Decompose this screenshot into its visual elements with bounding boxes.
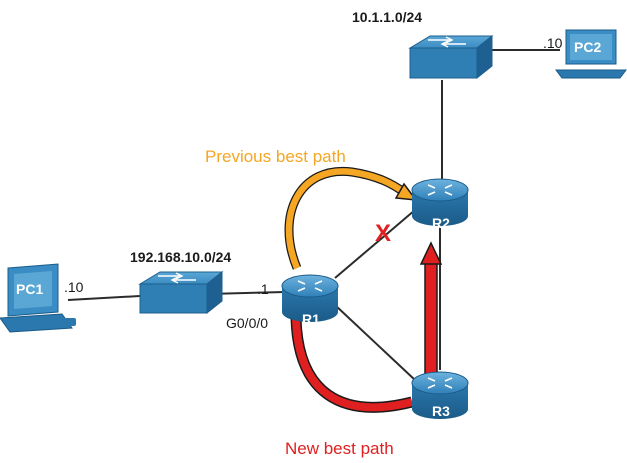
pc1-label: PC1	[16, 281, 44, 297]
router-r2-icon	[411, 178, 469, 226]
link-failure-mark: X	[375, 220, 392, 247]
router-r3-label: R3	[432, 403, 450, 419]
pc1-icon	[0, 263, 76, 333]
switch-lan2	[408, 34, 494, 80]
link-pc1-switch1	[67, 295, 141, 301]
router-r1-label: R1	[302, 311, 320, 327]
new-best-path-arrow	[290, 241, 443, 413]
network-label-lan1: 192.168.10.0/24	[130, 249, 232, 265]
pc1-address: .10	[64, 279, 84, 295]
pc2-address: .10	[543, 35, 563, 51]
link-r1-r3	[334, 304, 416, 381]
links	[67, 49, 560, 381]
switch-lan1	[138, 270, 224, 315]
network-label-lan2: 10.1.1.0/24	[352, 9, 423, 25]
r1-interface-port: G0/0/0	[226, 315, 269, 331]
router-r2-label: R2	[432, 215, 450, 231]
pc2-label: PC2	[574, 39, 602, 55]
previous-best-path-arrow	[284, 166, 418, 270]
router-r1-icon	[281, 274, 339, 322]
r1-interface-address: .1	[257, 281, 269, 297]
pc2-icon	[555, 29, 627, 79]
previous-best-path-label: Previous best path	[205, 147, 346, 166]
new-best-path-label: New best path	[285, 439, 394, 458]
router-r3-icon	[411, 371, 469, 419]
link-r1-r2	[334, 209, 416, 279]
